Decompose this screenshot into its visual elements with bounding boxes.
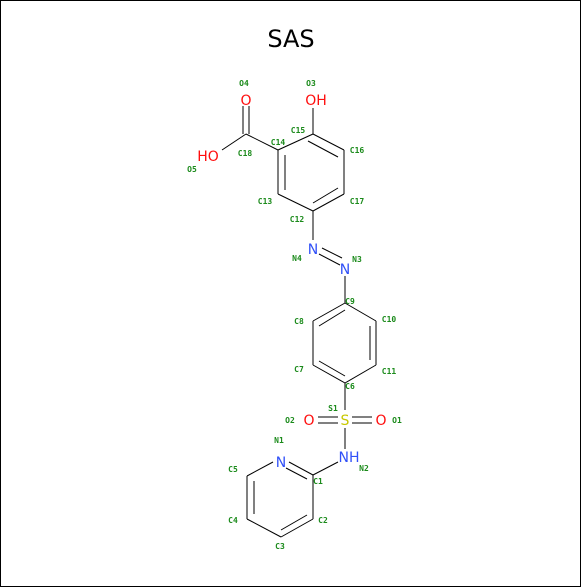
bond-c17-c12 bbox=[312, 193, 345, 212]
diagram-title: SAS bbox=[267, 25, 314, 53]
bond-n4-n3b bbox=[321, 247, 343, 259]
index-c12: C12 bbox=[290, 215, 305, 224]
index-o4: O4 bbox=[239, 79, 249, 88]
index-c1: C1 bbox=[313, 477, 323, 486]
bond-c9-c10 bbox=[344, 302, 377, 322]
index-c8: C8 bbox=[294, 317, 304, 326]
index-c15: C15 bbox=[291, 126, 306, 135]
atom-o3-label: OH bbox=[305, 93, 327, 109]
atom-n1-label: N bbox=[276, 455, 286, 471]
index-c6: C6 bbox=[345, 382, 355, 391]
atom-indices: O4 O3 C15 C14 C18 C16 O5 C13 C17 C12 N4 … bbox=[187, 79, 402, 551]
bond-c14-c15 bbox=[277, 133, 314, 151]
index-n1: N1 bbox=[274, 436, 284, 445]
index-o2: O2 bbox=[285, 416, 295, 425]
index-c16: C16 bbox=[350, 146, 365, 155]
bond-c6-c7b bbox=[318, 360, 346, 377]
atom-n2-label: NH bbox=[339, 450, 360, 466]
index-c7: C7 bbox=[294, 365, 304, 374]
index-n2: N2 bbox=[359, 464, 369, 473]
index-c9: C9 bbox=[345, 297, 355, 306]
bond-c1-n1b bbox=[285, 467, 308, 480]
bond-c3-c2b bbox=[280, 514, 308, 531]
atom-o5-label: HO bbox=[197, 149, 219, 165]
index-c14: C14 bbox=[271, 138, 286, 147]
bond-c17-c12b bbox=[312, 187, 339, 204]
atom-n4-label: N bbox=[308, 242, 318, 258]
atom-o1-label: O bbox=[375, 413, 386, 429]
bond-n4-n3a bbox=[318, 253, 341, 266]
index-n4: N4 bbox=[292, 254, 302, 263]
index-n3: N3 bbox=[352, 255, 362, 264]
index-c2: C2 bbox=[318, 516, 328, 525]
bond-c15-c16 bbox=[312, 133, 345, 151]
bonds bbox=[221, 106, 377, 538]
index-c17: C17 bbox=[350, 197, 365, 206]
index-c10: C10 bbox=[382, 315, 397, 324]
index-c13: C13 bbox=[258, 197, 273, 206]
index-s1: S1 bbox=[328, 404, 338, 413]
bond-c18-o5 bbox=[221, 133, 247, 151]
bond-c8-c9b bbox=[318, 309, 346, 327]
bond-c3-c2 bbox=[280, 518, 314, 538]
bond-c12-c13 bbox=[277, 193, 314, 212]
atom-n3-label: N bbox=[340, 262, 350, 278]
bond-c16-c16b bbox=[307, 140, 339, 158]
index-c3: C3 bbox=[275, 542, 285, 551]
index-c11: C11 bbox=[382, 367, 397, 376]
bond-c8-c9 bbox=[312, 302, 346, 322]
bond-c11-c6 bbox=[344, 364, 377, 384]
index-c4: C4 bbox=[228, 516, 238, 525]
index-o3: O3 bbox=[306, 79, 316, 88]
bond-c1-n1 bbox=[288, 461, 314, 476]
bond-c4-c3 bbox=[246, 518, 282, 538]
atom-s1-label: S bbox=[341, 413, 350, 429]
atom-o4-label: O bbox=[240, 93, 251, 109]
atom-labels: OH O HO N N S O O NH N bbox=[197, 93, 386, 471]
bond-c14-c18 bbox=[245, 133, 279, 151]
bond-c6-c7 bbox=[312, 364, 346, 384]
index-o1: O1 bbox=[392, 416, 402, 425]
bond-n2-c1 bbox=[312, 461, 339, 476]
bond-n1-c5 bbox=[246, 461, 274, 477]
index-o5: O5 bbox=[187, 165, 197, 174]
index-c18: C18 bbox=[238, 149, 253, 158]
atom-o2-label: O bbox=[303, 413, 314, 429]
index-c5: C5 bbox=[228, 465, 238, 474]
